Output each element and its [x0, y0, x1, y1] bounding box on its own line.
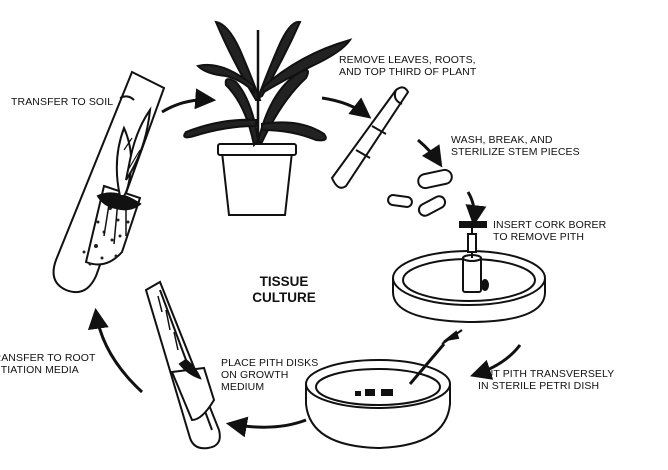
- label-place-line2: ON GROWTH: [221, 369, 289, 381]
- label-soil: TRANSFER TO SOIL: [11, 96, 113, 108]
- test-tube-root: [144, 280, 221, 450]
- label-place-line3: MEDIUM: [221, 381, 265, 393]
- diagram-title-line1: TISSUE: [259, 274, 309, 289]
- label-root-line1: TRANSFER TO ROOT: [0, 352, 96, 364]
- arrow-cut-to-place: [225, 416, 307, 438]
- arrow-plant-to-stem: [321, 96, 372, 119]
- arrow-dish-to-cut: [470, 344, 522, 380]
- label-wash-line1: WASH, BREAK, AND: [451, 134, 553, 146]
- label-remove: REMOVE LEAVES, ROOTS, AND TOP THIRD OF P…: [339, 54, 476, 78]
- label-insert-line2: TO REMOVE PITH: [493, 231, 585, 243]
- label-cut: CUT PITH TRANSVERSELY IN STERILE PETRI D…: [478, 368, 614, 392]
- label-remove-line2: AND TOP THIRD OF PLANT: [339, 66, 477, 78]
- diagram-title-line2: CULTURE: [252, 290, 316, 305]
- test-tube-soil: [52, 70, 166, 294]
- petri-dish-borer: [392, 221, 546, 324]
- label-place-line1: PLACE PITH DISKS: [221, 357, 319, 369]
- arrow-stem-to-pieces: [417, 138, 443, 168]
- label-remove-line1: REMOVE LEAVES, ROOTS,: [339, 54, 476, 66]
- arrow-root-to-soil: [87, 307, 144, 394]
- label-root-line2: INITIATION MEDIA: [0, 364, 79, 376]
- label-wash: WASH, BREAK, AND STERILIZE STEM PIECES: [451, 134, 580, 158]
- stem-pieces: [387, 168, 453, 217]
- potted-plant: [183, 20, 353, 216]
- label-cut-line2: IN STERILE PETRI DISH: [478, 380, 600, 392]
- petri-dish-cut: [305, 329, 463, 450]
- label-root: TRANSFER TO ROOT INITIATION MEDIA: [0, 352, 96, 376]
- diagram-title: TISSUE CULTURE: [234, 274, 334, 306]
- label-cut-line1: CUT PITH TRANSVERSELY: [478, 368, 615, 380]
- label-place: PLACE PITH DISKS ON GROWTH MEDIUM: [221, 357, 318, 393]
- label-soil-line1: TRANSFER TO SOIL: [11, 96, 114, 108]
- cycle-arrows: [87, 88, 522, 438]
- label-insert-line1: INSERT CORK BORER: [493, 219, 607, 231]
- label-insert: INSERT CORK BORER TO REMOVE PITH: [493, 219, 606, 243]
- arrow-pieces-to-borer: [465, 191, 487, 227]
- label-wash-line2: STERILIZE STEM PIECES: [451, 146, 580, 158]
- stem-piece: [330, 86, 410, 189]
- arrow-soil-to-plant: [161, 88, 217, 114]
